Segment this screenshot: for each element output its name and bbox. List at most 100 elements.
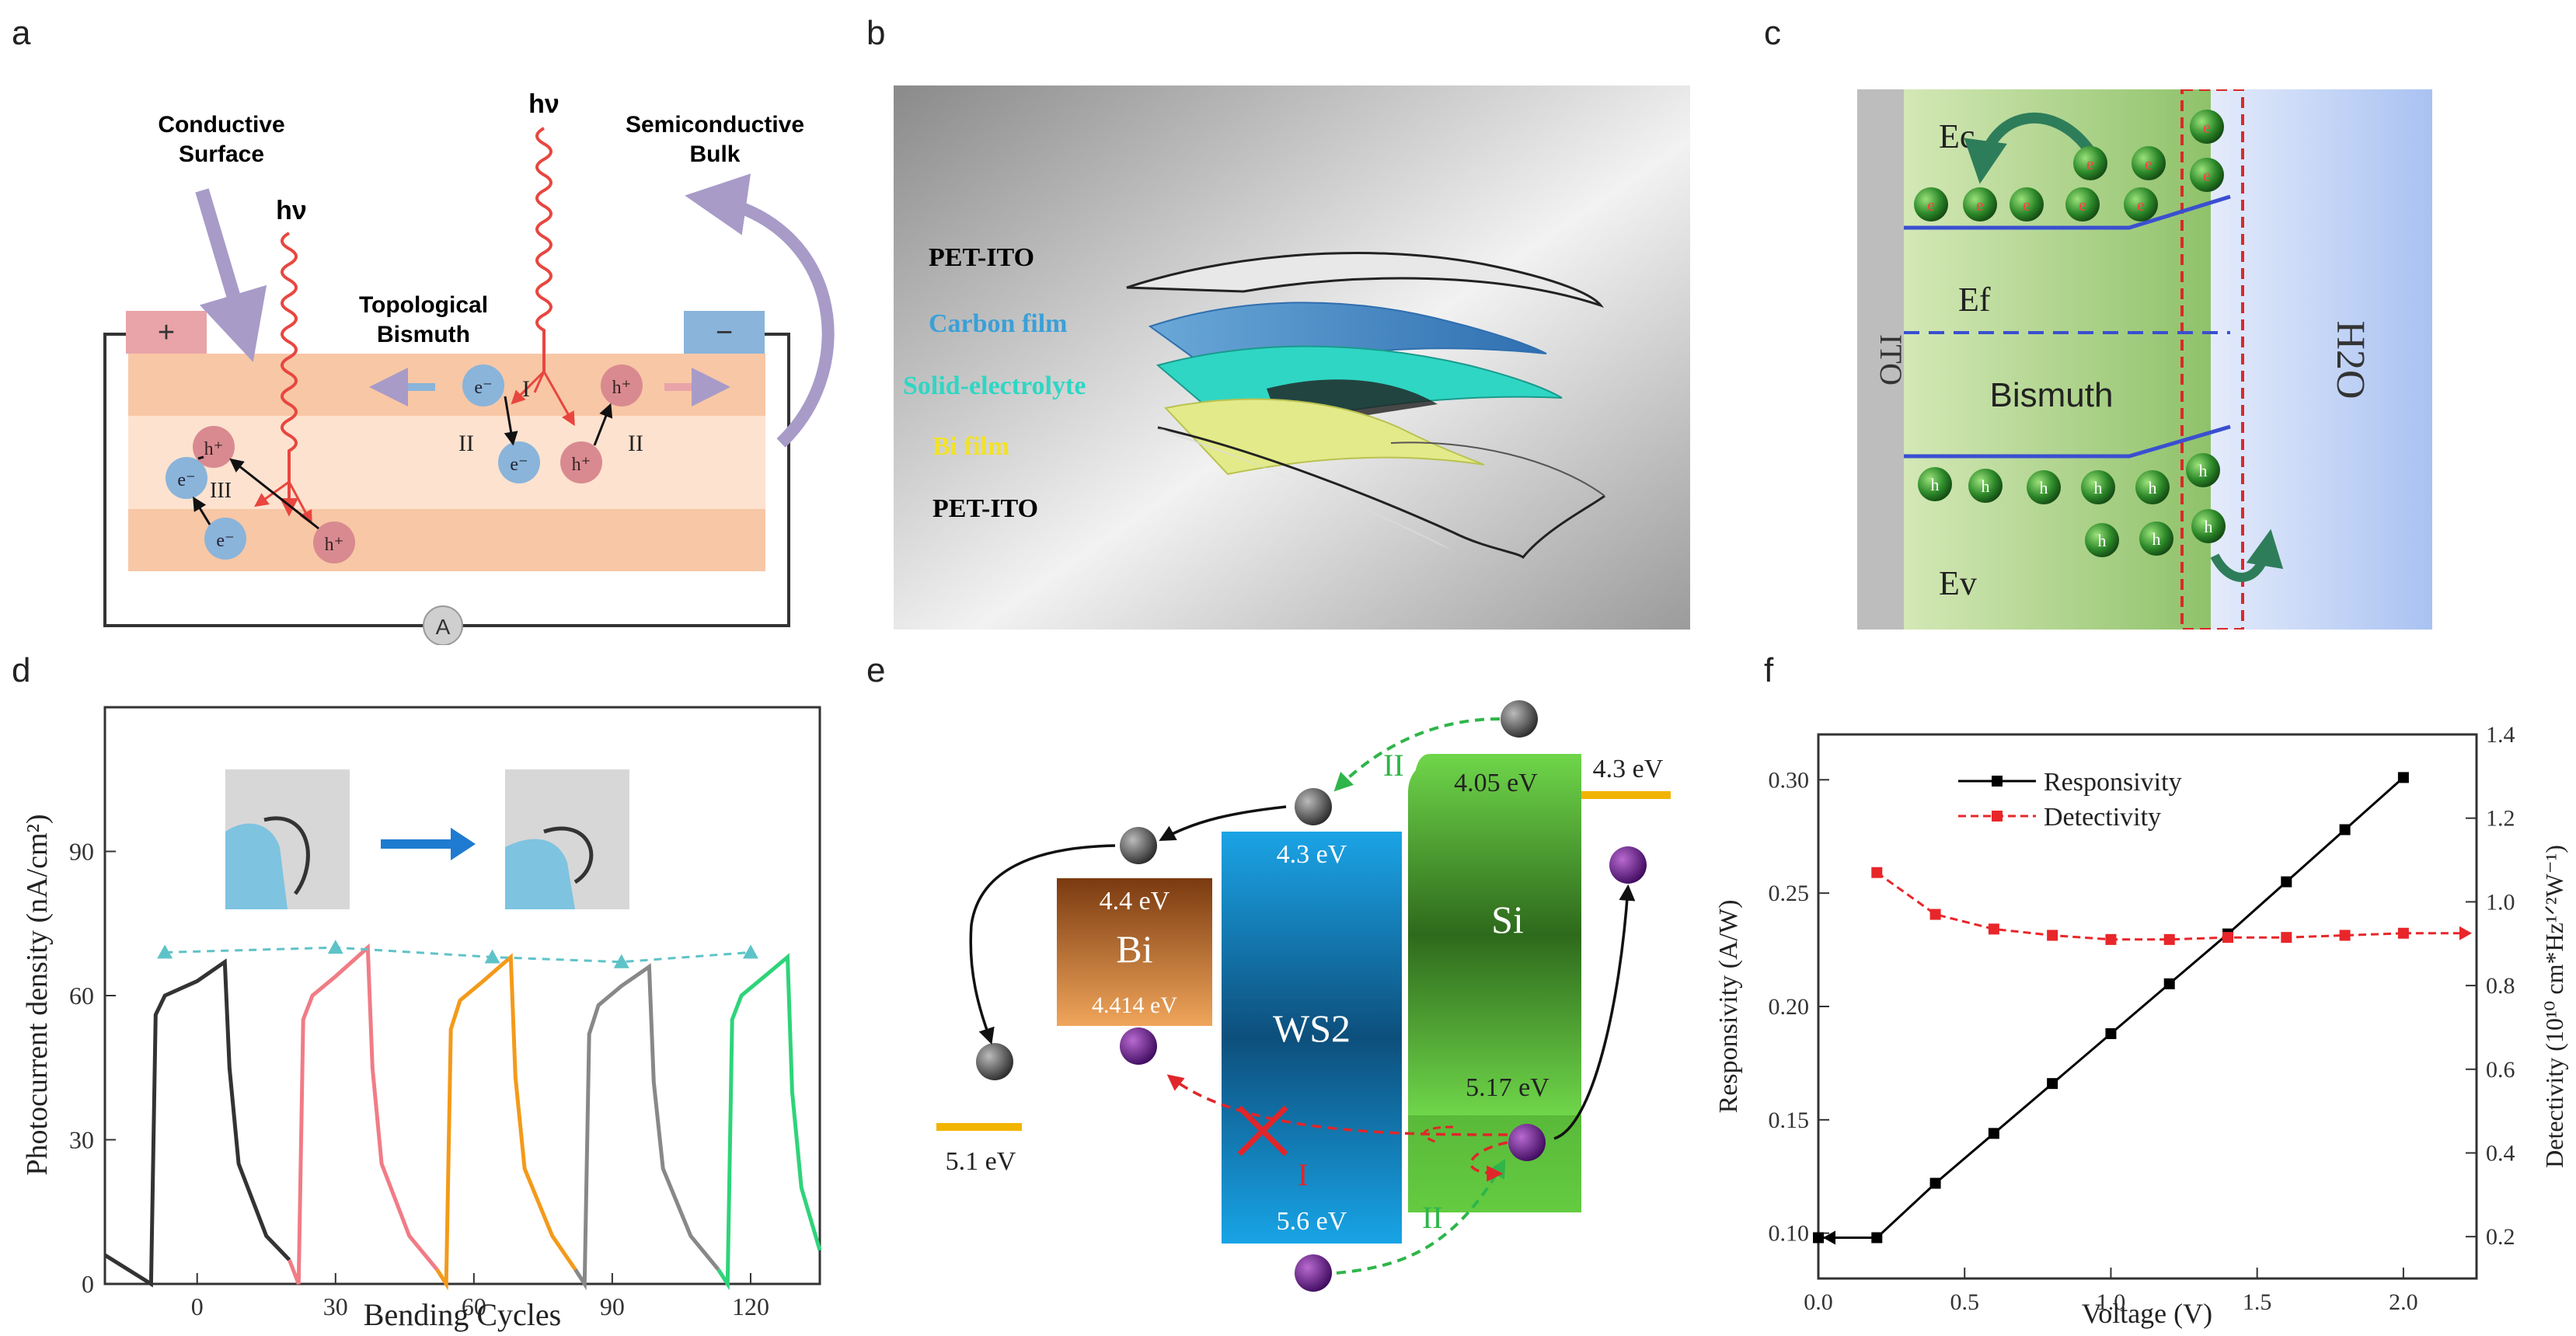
- x-tick-label: 2.0: [2389, 1289, 2418, 1315]
- svg-text:h: h: [2040, 478, 2048, 497]
- blocked-path-icon: [1237, 1105, 1288, 1156]
- svg-text:e: e: [2137, 195, 2145, 215]
- x-tick-label: 120: [732, 1292, 769, 1320]
- data-point-detectivity: [1929, 909, 1941, 920]
- si-bottom-level: 5.17 eV: [1466, 1073, 1549, 1102]
- svg-text:e: e: [1927, 195, 1935, 215]
- bi-band: [1057, 878, 1212, 1026]
- bi-bottom-level: 4.414 eV: [1092, 992, 1177, 1018]
- svg-text:e⁻: e⁻: [510, 455, 528, 475]
- topological-bismuth-label-2: Bismuth: [377, 322, 470, 347]
- ws2-name: WS2: [1273, 1006, 1351, 1050]
- semiconductive-bulk-label-2: Bulk: [689, 141, 740, 167]
- y-tick-label-right: 0.8: [2486, 973, 2515, 999]
- y-tick-label-left: 0.20: [1769, 994, 1810, 1020]
- data-point-responsivity: [2047, 1078, 2058, 1090]
- ammeter-icon: [423, 605, 463, 645]
- series-line-1: [103, 958, 291, 1288]
- data-point-responsivity: [1988, 1128, 1999, 1139]
- semiconductive-bulk-label-1: Semiconductive: [626, 112, 804, 138]
- y-tick-label: 90: [69, 838, 94, 866]
- svg-text:e: e: [1976, 195, 1984, 215]
- y-tick-label-left: 0.10: [1769, 1221, 1810, 1247]
- electron-icon: e⁻: [462, 365, 504, 406]
- bi-film-layer: [1164, 398, 1485, 476]
- svg-text:h⁺: h⁺: [612, 378, 632, 398]
- legend-responsivity: Responsivity: [2044, 768, 2182, 797]
- ws2-bottom-level: 5.6 eV: [1277, 1207, 1347, 1236]
- svg-text:e: e: [2079, 195, 2086, 215]
- data-point-detectivity: [2163, 933, 2175, 945]
- series-line-4: [573, 963, 720, 1291]
- plot-frame: [103, 706, 821, 1285]
- bi-top-level: 4.4 eV: [1100, 887, 1170, 916]
- roman-II-label: II: [458, 431, 474, 456]
- electron-icon: e e e e e e e e e: [1914, 110, 2224, 222]
- layer-label-carbon-film: Carbon film: [929, 309, 1068, 338]
- minus-sign: −: [716, 316, 733, 349]
- layer-label-solid-electrolyte: Solid-electrolyte: [903, 371, 1086, 400]
- electron-icon: [1295, 788, 1332, 825]
- layer-label-bi-film: Bi film: [932, 432, 1009, 461]
- hole-icon: h⁺: [560, 441, 602, 483]
- conductive-surface-label-1: Conductive: [158, 112, 284, 138]
- y-tick-label: 60: [69, 982, 94, 1010]
- panel-label-c: c: [1764, 14, 1781, 52]
- path-I-label: I: [1298, 1157, 1308, 1192]
- svg-text:e⁻: e⁻: [474, 378, 492, 398]
- y-tick-label-right: 1.4: [2486, 722, 2515, 748]
- y-tick-label-left: 0.25: [1769, 881, 1810, 906]
- data-point-detectivity: [2222, 932, 2234, 944]
- x-tick-label: 90: [600, 1292, 625, 1320]
- ws2-top-level: 4.3 eV: [1277, 840, 1347, 869]
- data-point-responsivity: [2281, 876, 2292, 888]
- panel-label-d: d: [12, 651, 31, 689]
- data-point-detectivity: [2105, 933, 2117, 945]
- panel-b-device-stack: PET-ITO Carbon film Solid-electrolyte Bi…: [894, 85, 1690, 630]
- y-tick-label: 0: [82, 1270, 94, 1298]
- svg-text:h: h: [2199, 461, 2208, 480]
- data-point-responsivity: [2397, 772, 2409, 783]
- svg-text:h: h: [2205, 517, 2213, 536]
- svg-text:h: h: [1982, 476, 1990, 496]
- legend: Responsivity Detectivity: [1958, 768, 2182, 832]
- inset-photo-flat: [225, 769, 350, 909]
- peak-marker: [327, 940, 343, 954]
- data-point-responsivity: [1929, 1177, 1941, 1189]
- svg-text:h⁺: h⁺: [204, 439, 224, 459]
- conductive-surface-label-2: Surface: [179, 141, 264, 167]
- ef-label: Ef: [1958, 281, 1991, 319]
- svg-text:e: e: [2203, 166, 2211, 185]
- peak-marker: [484, 949, 500, 964]
- x-tick-label: 60: [462, 1292, 486, 1320]
- svg-text:h: h: [2094, 478, 2103, 497]
- roman-II-label: II: [628, 431, 643, 456]
- y-tick-label-left: 0.30: [1769, 767, 1810, 793]
- svg-text:h⁺: h⁺: [572, 455, 591, 475]
- data-point-detectivity: [2047, 930, 2058, 941]
- layer-label-pet-ito-top: PET-ITO: [929, 243, 1034, 272]
- y-tick-label-right: 1.0: [2486, 889, 2515, 915]
- plus-sign: +: [158, 316, 175, 349]
- y-axis-label: Photocurrent density (nA/cm²): [21, 814, 54, 1175]
- y-tick-label-right: 1.2: [2486, 806, 2515, 832]
- hole-icon: [1508, 1124, 1546, 1161]
- x-axis-label: Bending Cycles: [364, 1297, 561, 1332]
- panel-c-band-diagram: ITO H2O Ec Ef Ev Bismuth e e e e e e e e…: [1857, 89, 2432, 630]
- svg-text:e: e: [2203, 117, 2211, 137]
- panel-a-topological-bismuth-diagram: + − A Conductive Surface Semiconductive …: [103, 89, 835, 645]
- peak-marker: [157, 944, 173, 959]
- y-axis-label-left: Responsivity (A/W): [1714, 900, 1743, 1114]
- series-line-3: [435, 953, 577, 1291]
- y-tick-label-left: 0.15: [1769, 1108, 1810, 1133]
- svg-text:e⁻: e⁻: [216, 531, 234, 551]
- data-point-responsivity: [2105, 1028, 2117, 1039]
- axis-pointer-arrow: [2459, 926, 2472, 940]
- panel-label-a: a: [12, 14, 31, 52]
- ec-label: Ec: [1939, 117, 1975, 155]
- svg-text:h⁺: h⁺: [325, 535, 344, 555]
- si-top-level: 4.05 eV: [1454, 769, 1538, 797]
- bi-name: Bi: [1116, 927, 1152, 971]
- arrow-icon: [381, 828, 476, 860]
- y-tick-label-right: 0.4: [2486, 1140, 2515, 1166]
